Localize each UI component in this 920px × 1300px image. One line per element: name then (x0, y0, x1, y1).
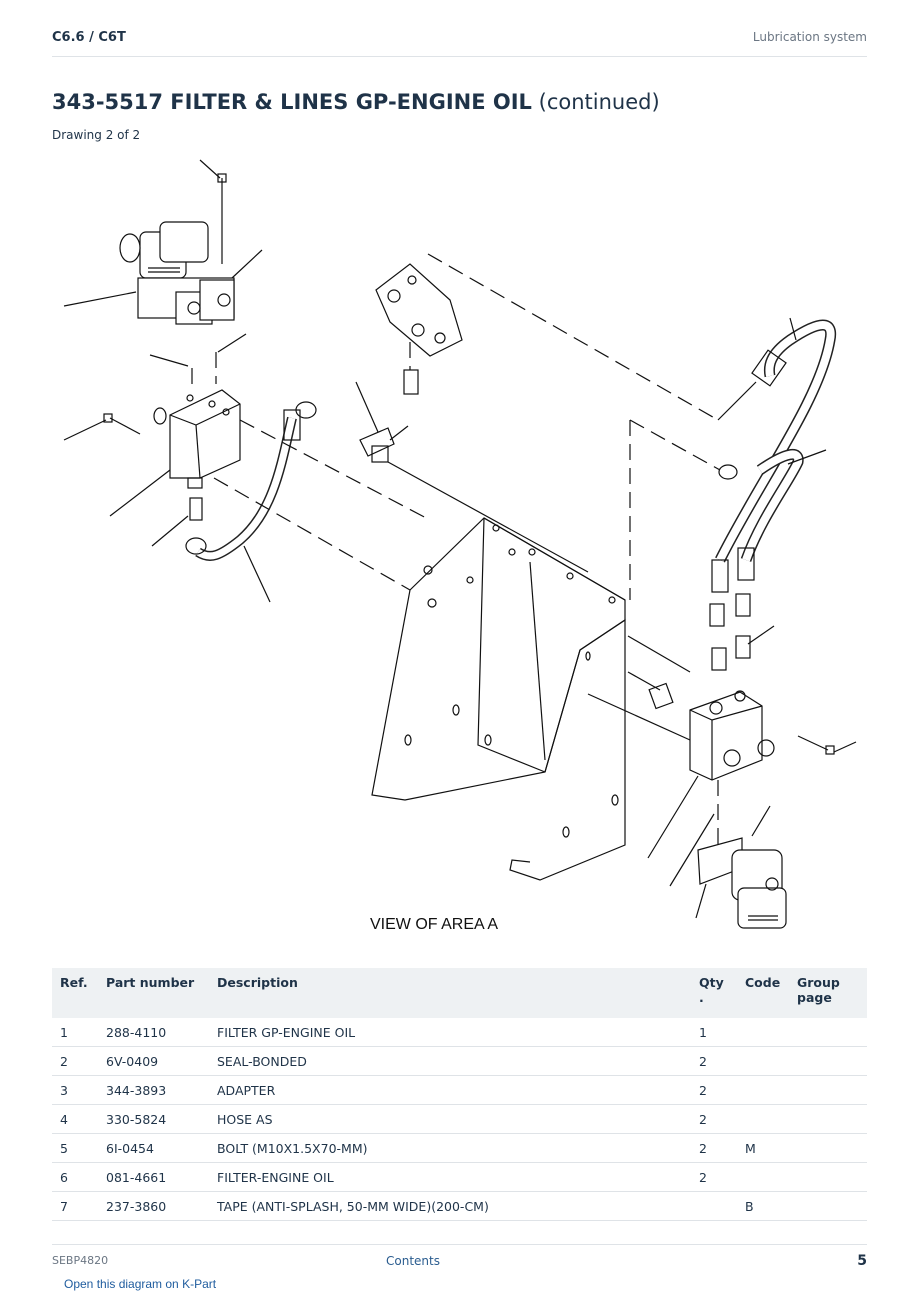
cell-qty: 1 (691, 1018, 737, 1047)
cell-qty (691, 1191, 737, 1221)
hoses-right (709, 319, 837, 671)
leader-lines (63, 159, 857, 919)
cell-ref: 5 (52, 1133, 98, 1163)
cell-code (737, 1046, 789, 1076)
cell-group-page (789, 1018, 867, 1047)
solenoid-valve-left (119, 221, 235, 325)
parts-table: Ref. Part number Description Qty . Code … (52, 968, 867, 1221)
table-row: 6 081-4661 FILTER-ENGINE OIL 2 (52, 1162, 867, 1192)
cell-code (737, 1162, 789, 1192)
col-code: Code (737, 968, 789, 1018)
assembly-lines (191, 253, 721, 850)
cell-part-number: 081-4661 (98, 1162, 209, 1192)
cell-ref: 6 (52, 1162, 98, 1192)
cell-part-number: 6V-0409 (98, 1046, 209, 1076)
table-row: 5 6I-0454 BOLT (M10X1.5X70-MM) 2 M (52, 1133, 867, 1163)
fitting-middle (359, 427, 395, 463)
cell-group-page (789, 1104, 867, 1134)
table-row: 7 237-3860 TAPE (ANTI-SPLASH, 50-MM WIDE… (52, 1191, 867, 1221)
cell-code (737, 1104, 789, 1134)
title-suffix: (continued) (538, 90, 660, 114)
table-row: 4 330-5824 HOSE AS 2 (52, 1104, 867, 1134)
page-title: 343-5517 FILTER & LINES GP-ENGINE OIL (c… (52, 90, 660, 114)
solenoid-valve-right (697, 837, 787, 929)
page-number: 5 (857, 1253, 867, 1269)
cell-description: ADAPTER (209, 1075, 691, 1105)
cell-part-number: 6I-0454 (98, 1133, 209, 1163)
cell-code: B (737, 1191, 789, 1221)
cell-ref: 2 (52, 1046, 98, 1076)
cell-group-page (789, 1162, 867, 1192)
table-row: 2 6V-0409 SEAL-BONDED 2 (52, 1046, 867, 1076)
cell-qty: 2 (691, 1162, 737, 1192)
cell-qty: 2 (691, 1104, 737, 1134)
col-qty: Qty . (691, 968, 737, 1018)
col-group-page: Group page (789, 968, 867, 1018)
table-row: 3 344-3893 ADAPTER 2 (52, 1075, 867, 1105)
cell-description: SEAL-BONDED (209, 1046, 691, 1076)
cell-description: BOLT (M10X1.5X70-MM) (209, 1133, 691, 1163)
cell-description: FILTER GP-ENGINE OIL (209, 1018, 691, 1047)
cell-group-page (789, 1133, 867, 1163)
adapter-block-top (375, 263, 463, 395)
contents-link[interactable]: Contents (386, 1254, 440, 1268)
page-footer: SEBP4820 Contents 5 (52, 1244, 867, 1275)
cell-ref: 1 (52, 1018, 98, 1047)
cell-part-number: 344-3893 (98, 1075, 209, 1105)
cell-part-number: 288-4110 (98, 1018, 209, 1047)
cell-description: TAPE (ANTI-SPLASH, 50-MM WIDE)(200-CM) (209, 1191, 691, 1221)
cell-qty: 2 (691, 1046, 737, 1076)
exploded-parts-diagram (63, 159, 857, 929)
title-main: 343-5517 FILTER & LINES GP-ENGINE OIL (52, 90, 532, 114)
cell-description: HOSE AS (209, 1104, 691, 1134)
document-id: SEBP4820 (52, 1254, 109, 1267)
cell-group-page (789, 1075, 867, 1105)
cell-code (737, 1018, 789, 1047)
table-row: 1 288-4110 FILTER GP-ENGINE OIL 1 (52, 1018, 867, 1047)
filter-head-right (648, 682, 775, 781)
mounting-bracket (371, 517, 626, 881)
view-area-label: VIEW OF AREA A (370, 916, 499, 933)
cell-code: M (737, 1133, 789, 1163)
cell-ref: 3 (52, 1075, 98, 1105)
cell-group-page (789, 1191, 867, 1221)
cell-code (737, 1075, 789, 1105)
parts-table-header: Ref. Part number Description Qty . Code … (52, 968, 867, 1018)
cell-ref: 4 (52, 1104, 98, 1134)
cell-group-page (789, 1046, 867, 1076)
section-label: Lubrication system (752, 30, 867, 44)
cell-qty: 2 (691, 1133, 737, 1163)
model-label: C6.6 / C6T (52, 30, 126, 45)
open-on-kpart-link[interactable]: Open this diagram on K-Part (64, 1277, 217, 1291)
drawing-subtitle: Drawing 2 of 2 (52, 128, 141, 142)
page-header: C6.6 / C6T Lubrication system (52, 26, 867, 57)
cell-qty: 2 (691, 1075, 737, 1105)
alignment-lines (221, 206, 691, 741)
filter-head-left (153, 389, 241, 521)
cell-ref: 7 (52, 1191, 98, 1221)
hose-left (185, 401, 317, 561)
col-description: Description (209, 968, 691, 1018)
cell-description: FILTER-ENGINE OIL (209, 1162, 691, 1192)
cell-part-number: 237-3860 (98, 1191, 209, 1221)
cell-part-number: 330-5824 (98, 1104, 209, 1134)
bolts (103, 173, 835, 755)
col-ref: Ref. (52, 968, 98, 1018)
col-part-number: Part number (98, 968, 209, 1018)
